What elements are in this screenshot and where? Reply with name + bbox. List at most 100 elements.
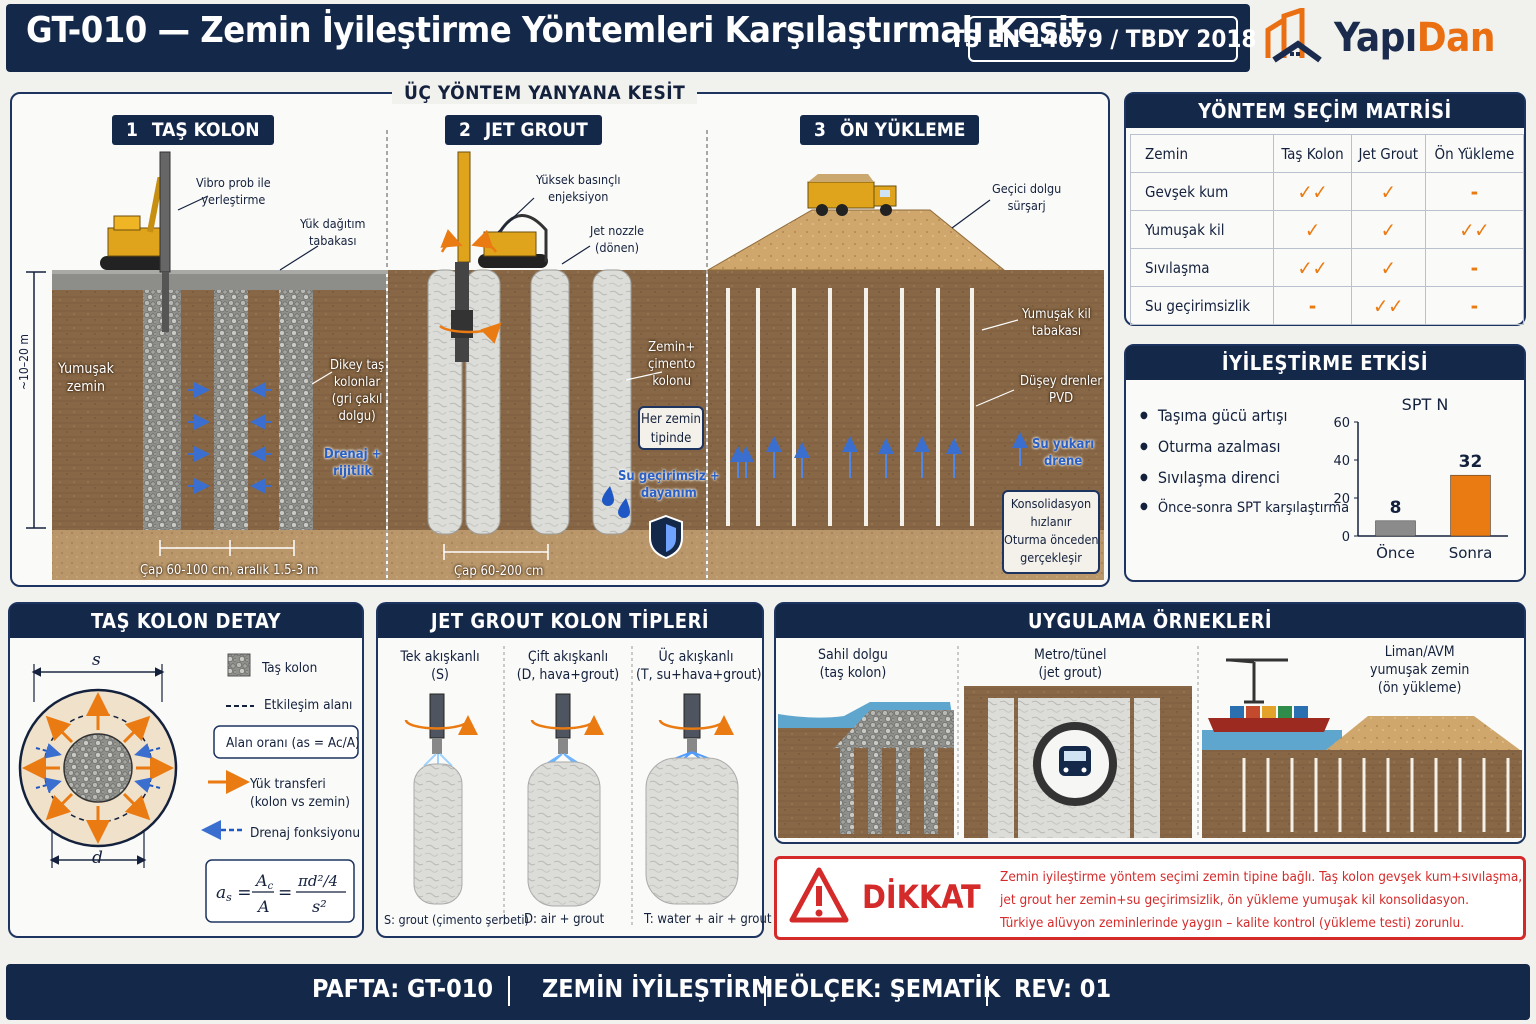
ship-icon [1208,718,1330,732]
table-cell: Su geçirimsizlik [1129,286,1275,325]
y-tick-label: 40 [1333,454,1350,469]
stone-column-detail-panel: TAŞ KOLON DETAY [8,602,364,938]
table-cell: ✓ [1350,172,1426,211]
standard-badge: TS EN 14679 / TBDY 2018 [950,16,1256,62]
single-fluid-column [404,693,478,905]
effect-bullet: Taşıma gücü artışı [1140,406,1288,425]
water-drop-icon [602,486,630,518]
y-tick-label: 60 [1333,416,1350,431]
footer-sheet: PAFTA: GT-010 [312,974,494,1003]
stone-column-section [63,733,133,803]
table-cell: ✓ [1273,210,1352,249]
category-label: Sonra [1449,544,1493,562]
detail-title: TAŞ KOLON DETAY [10,604,362,638]
page-title: GT-010 — Zemin İyileştirme Yöntemleri Ka… [26,10,1084,51]
category-label: Önce [1376,543,1415,562]
example-port-label: Liman/AVM yumuşak zemin (ön yükleme) [1370,644,1470,697]
jet-grout-column [465,269,501,535]
table-cell: ✓✓ [1424,210,1525,249]
drainage-label: Drenaj + rijitlik [324,447,382,479]
diameter-label: d [92,848,103,868]
table-cell: - [1273,286,1352,325]
stone-columns-label: Dikey taş kolonlar (gri çakıl dolgu) [330,358,385,424]
all-soils-note: Her zemin tipinde [638,406,704,450]
jet-grout-types-drawing [404,646,739,928]
jet-grout-column [530,269,570,535]
jet-type-triple-caption: T: water + air + grout [644,912,772,927]
stone-column-plan-drawing: as = Ac A = πd²/4 s² [18,653,359,923]
injection-label: Yüksek basınçlı enjeksiyon [536,172,621,204]
legend-stone-column: Taş kolon [262,660,318,676]
section-title: ÜÇ YÖNTEM YANYANA KESİT [392,82,698,104]
warning-icon [789,867,849,923]
footer-scale: ÖLÇEK: ŞEMATİK [790,974,1001,1003]
warning-text: Zemin iyileştirme yöntem seçimi zemin ti… [1000,866,1522,935]
effect-bullet: Sıvılaşma direnci [1140,468,1280,487]
footer-divider [764,976,766,1006]
shield-icon [649,514,683,560]
effect-bullet: Oturma azalması [1140,437,1281,456]
svg-text:=: = [278,883,292,903]
area-ratio-formula-box [205,859,355,923]
table-cell: Sıvılaşma [1129,248,1275,287]
table-cell: ✓✓ [1273,172,1352,211]
spacing-label: s [92,650,101,670]
legend-interaction-zone: Etkileşim alanı [264,697,353,713]
port-preloading-example [1202,658,1522,838]
load-distribution-layer [52,270,386,290]
legend-area-ratio: Alan oranı (as = Ac/A) [226,735,360,751]
examples-title: UYGULAMA ÖRNEKLERİ [776,604,1524,638]
soft-clay-layer [708,270,1104,530]
svg-text:s²: s² [312,897,327,916]
matrix-table: Zemin Taş Kolon Jet Grout Ön Yükleme Gev… [1129,134,1525,325]
example-metro-label: Metro/tünel (jet grout) [1034,647,1107,682]
bar [1450,474,1491,537]
jet-grout-dimension: Çap 60-200 cm [454,564,544,579]
nozzle-label: Jet nozzle (dönen) [590,223,645,255]
warning-line: Zemin iyileştirme yöntem seçimi zemin ti… [1000,869,1523,885]
table-cell: - [1424,248,1525,287]
stone-column-legend-icon [227,653,251,677]
port-crane-icon [1226,658,1288,704]
load-layer-label: Yük dağıtım tabakası [300,216,366,248]
warning-line: jet grout her zemin+su geçirimsizlik, ön… [1000,892,1469,908]
jet-type-single-label: Tek akışkanlı (S) [400,649,480,684]
jet-grout-column [592,269,632,535]
matrix-title: YÖNTEM SEÇİM MATRİSİ [1126,94,1524,128]
matrix-header-row: Zemin Taş Kolon Jet Grout Ön Yükleme [1129,134,1525,173]
table-cell: ✓ [1350,210,1426,249]
table-cell: ✓✓ [1273,248,1352,287]
warning-title: DİKKAT [862,878,981,916]
chart-title: SPT N [1402,395,1449,414]
footer-topic: ZEMİN İYİLEŞTİRME [542,974,789,1003]
jet-type-single-caption: S: grout (çimento şerbeti) [384,912,529,927]
surcharge-fill [706,209,1006,271]
vibro-label: Vibro prob ile yerleştirme [196,175,271,207]
consolidation-note: Konsolidasyon hızlanır Oturma önceden ge… [1002,490,1100,574]
soft-soil-label: Yumuşak zemin [58,361,114,396]
jet-type-double-caption: D: air + grout [524,912,605,927]
stone-column [214,290,248,530]
building-logo-icon [1265,8,1322,63]
matrix-header: Taş Kolon [1273,134,1352,173]
table-row: Sıvılaşma ✓✓ ✓ - [1129,248,1525,287]
vertical-drains [726,288,974,526]
footer-revision: REV: 01 [1014,974,1112,1003]
water-up-label: Su yukarı drene [1032,437,1095,469]
table-row: Gevşek kum ✓✓ ✓ - [1129,172,1525,211]
method-selection-matrix: YÖNTEM SEÇİM MATRİSİ Zemin Taş Kolon Jet… [1124,92,1526,326]
bar-value-label: 32 [1459,452,1483,472]
surcharge-label: Geçici dolgu sürşarj [992,181,1062,213]
footer-divider [986,976,988,1006]
bar-value-label: 8 [1390,498,1402,518]
footer-bar [6,964,1530,1020]
table-cell: ✓ [1350,248,1426,287]
stone-column-dimension: Çap 60-100 cm, aralık 1.5-3 m [140,563,319,578]
logo-wordmark: YapıDan [1334,15,1496,61]
company-logo: YapıDan [1262,4,1530,72]
table-cell: Yumuşak kil [1129,210,1275,249]
double-fluid-column [527,693,604,907]
